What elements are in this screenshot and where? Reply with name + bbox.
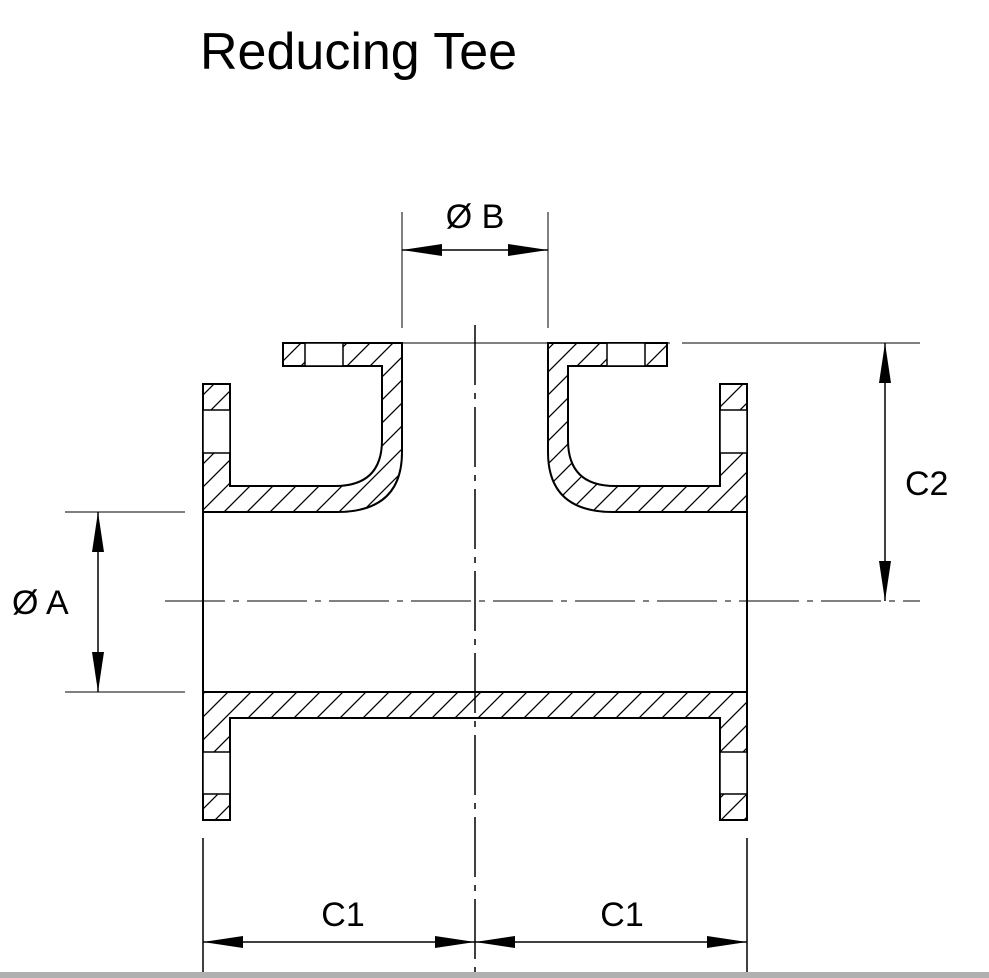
bolt-hole [719,409,748,454]
bolt-hole [202,751,231,795]
bolt-hole [606,342,646,367]
c1-right-label: C1 [600,896,643,934]
left-upper-section [202,342,403,513]
bolt-hole [719,751,748,795]
bolt-hole [202,409,231,454]
dimension-dia-b: Ø B [401,198,549,328]
bolt-hole [304,342,344,367]
dimension-dia-a: Ø A [12,511,185,693]
bottom-border [0,972,989,978]
dia-b-label: Ø B [446,198,505,236]
dimension-c2: C2 [402,342,948,601]
c1-left-label: C1 [321,896,364,934]
drawing-title: Reducing Tee [200,23,518,81]
c2-label: C2 [905,465,948,503]
bottom-section [202,691,748,821]
dimension-c1: C1 C1 [202,838,748,972]
right-upper-section [547,342,748,513]
dia-a-label: Ø A [12,584,69,622]
